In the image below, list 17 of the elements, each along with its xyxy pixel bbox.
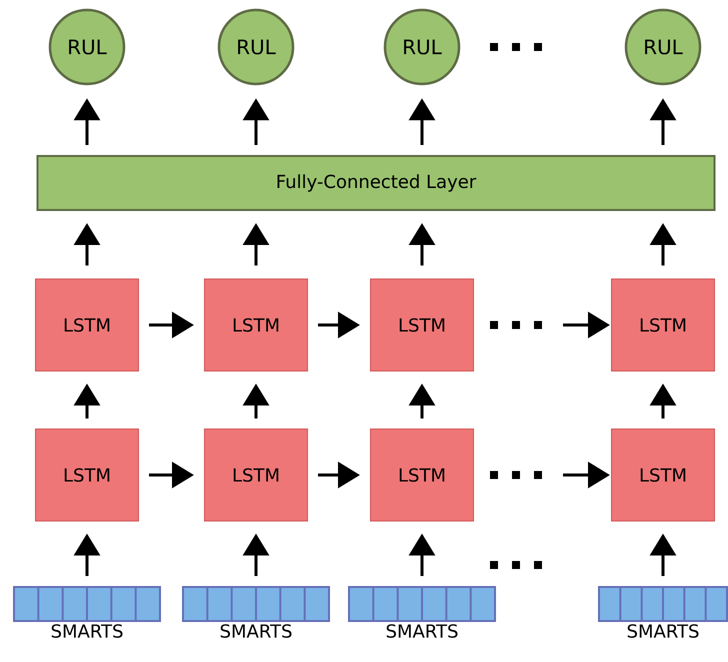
input-vector: SMARTS <box>598 586 728 638</box>
lstm-box: LSTM <box>611 278 715 372</box>
input-vector: SMARTS <box>13 586 161 638</box>
node-label: SMARTS <box>220 624 292 638</box>
node-label: SMARTS <box>628 624 698 638</box>
node-label: SMARTS <box>52 624 122 638</box>
lstm-box: LSTM <box>204 278 308 372</box>
input-vector: SMARTS <box>348 586 496 638</box>
input-vector: SMARTS <box>182 586 330 638</box>
lstm-box: LSTM <box>35 428 139 522</box>
lstm-box: LSTM <box>370 278 474 372</box>
node-label: SMARTS <box>386 624 458 638</box>
dense-layer-box: Fully-Connected Layer <box>36 155 716 211</box>
lstm-box: LSTM <box>204 428 308 522</box>
lstm-box: LSTM <box>611 428 715 522</box>
lstm-box: LSTM <box>370 428 474 522</box>
lstm-box: LSTM <box>35 278 139 372</box>
